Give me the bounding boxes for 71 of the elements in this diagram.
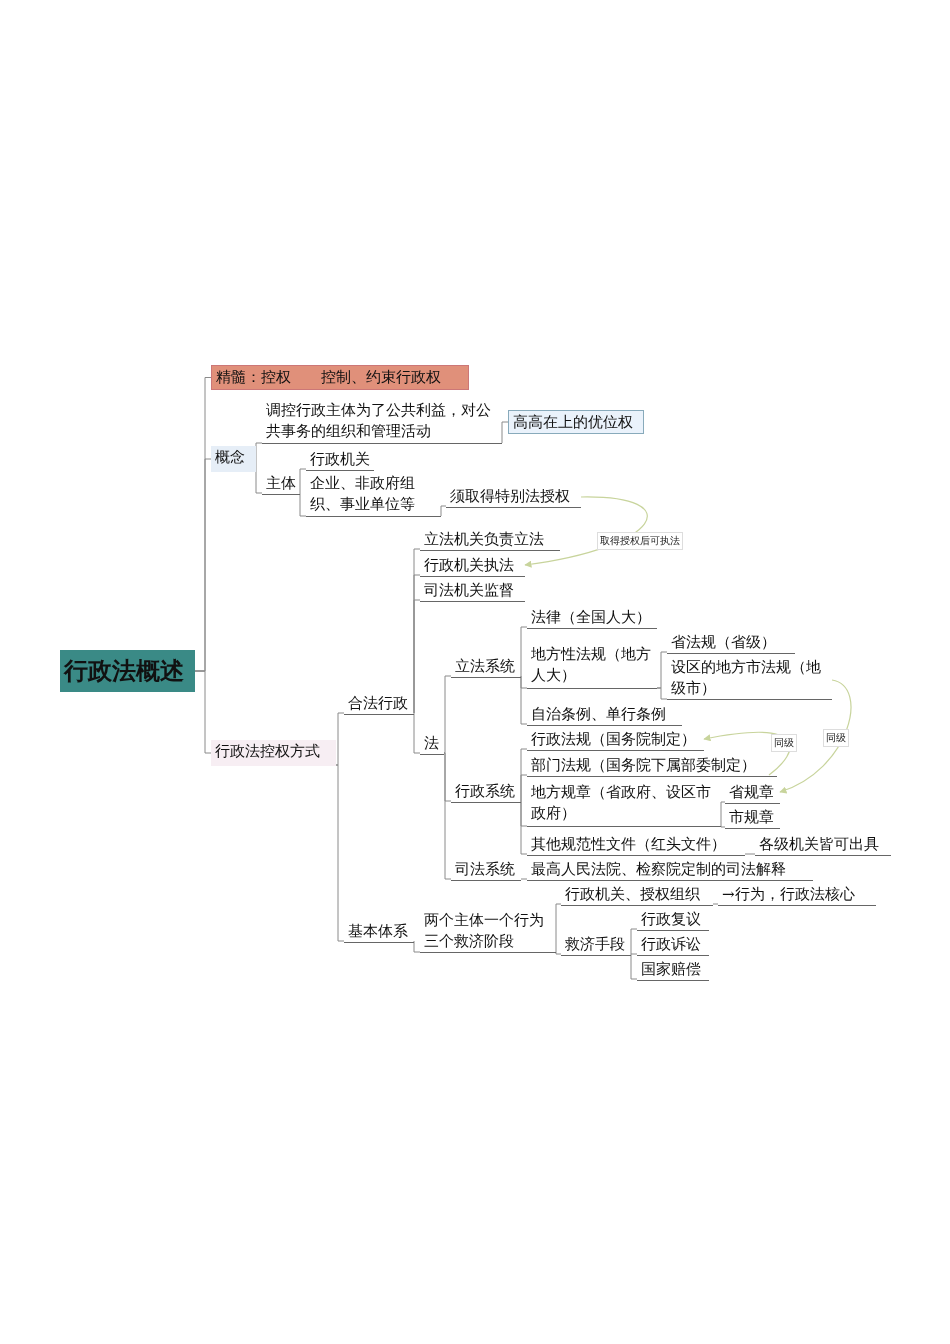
connector-line — [443, 752, 452, 880]
topic-label: 两个主体一个行为三个救济阶段 — [420, 909, 556, 953]
topic-label: 部门法规（国务院下属部委制定） — [527, 754, 777, 777]
edge-label: 同级 — [823, 729, 849, 747]
topic-label: 行政机关 — [306, 448, 374, 471]
connector-line — [335, 764, 345, 942]
topic-label: 行政诉讼 — [637, 933, 709, 956]
connector-line — [299, 468, 307, 494]
edge-label: 同级 — [771, 734, 797, 752]
topic-label: 法律（全国人大） — [527, 606, 657, 629]
connector-line — [443, 675, 452, 754]
connector-line — [520, 878, 528, 880]
topic-label: 国家赔偿 — [637, 958, 709, 981]
topic-label: 市规章 — [725, 806, 780, 829]
topic-label: 行政机关执法 — [420, 554, 525, 577]
topic-label: 行政法规（国务院制定） — [527, 728, 704, 751]
topic-label: 地方性法规（地方人大） — [527, 643, 657, 689]
topic-box: 概念 — [211, 446, 256, 472]
connector-line — [413, 712, 421, 754]
topic-label: 法 — [420, 732, 444, 755]
connector-line — [335, 712, 345, 766]
topic-label: 须取得特别法授权 — [446, 485, 581, 508]
connector-line — [630, 928, 638, 955]
edge-label: 取得授权后可执法 — [597, 532, 683, 550]
central-topic-box: 行政法概述 — [60, 650, 195, 692]
topic-label: 司法系统 — [451, 858, 521, 881]
topic-box: 高高在上的优位权 — [508, 410, 644, 434]
topic-label: 设区的地方市法规（地级市） — [667, 656, 832, 700]
topic-label: →行为，行政法核心 — [718, 883, 876, 906]
connector-line — [630, 953, 638, 955]
topic-label: 其他规范性文件（红头文件） — [527, 833, 745, 856]
connector-line — [194, 670, 212, 754]
connector-line — [440, 505, 447, 517]
topic-label: 司法机关监督 — [420, 579, 525, 602]
connector-line — [520, 675, 528, 725]
topic-label: 行政系统 — [451, 780, 521, 803]
topic-label: 地方规章（省政府、设区市政府） — [527, 781, 721, 827]
connector-line — [413, 940, 421, 953]
topic-box: 精髓：控权 控制、约束行政权 — [211, 365, 469, 390]
curved-arrow — [779, 679, 852, 793]
topic-label: 救济手段 — [561, 933, 631, 956]
topic-box: 行政法控权方式 — [211, 740, 336, 766]
connector-line — [255, 470, 263, 494]
connector-line — [555, 951, 562, 955]
connector-line — [720, 801, 726, 827]
topic-label: 省规章 — [725, 781, 780, 804]
connector-line — [501, 421, 509, 444]
topic-label: 最高人民法院、检察院定制的司法解释 — [527, 858, 813, 881]
topic-label: 合法行政 — [344, 692, 414, 715]
topic-label: 主体 — [262, 472, 300, 495]
connector-line — [555, 903, 562, 953]
topic-label: 调控行政主体为了公共利益，对公共事务的组织和管理活动 — [262, 399, 502, 444]
topic-label: 行政机关、授权组织 — [561, 883, 713, 906]
topic-label: 省法规（省级） — [667, 631, 795, 654]
connector-line — [520, 774, 528, 802]
connector-line — [520, 626, 528, 677]
connector-line — [656, 687, 668, 700]
connector-line — [720, 825, 726, 828]
connector-line — [712, 903, 719, 905]
connector-line — [413, 599, 421, 714]
connector-line — [520, 800, 528, 855]
connector-line — [630, 953, 638, 980]
topic-label: 自治条例、单行条例 — [527, 703, 682, 726]
connector-line — [299, 492, 307, 517]
topic-label: 立法系统 — [451, 655, 521, 678]
topic-label: 企业、非政府组织、事业单位等 — [306, 472, 441, 517]
topic-label: 基本体系 — [344, 920, 414, 943]
connector-line — [744, 853, 756, 855]
topic-label: 各级机关皆可出具 — [755, 833, 891, 856]
topic-label: 行政复议 — [637, 908, 709, 931]
topic-label: 立法机关负责立法 — [420, 528, 560, 551]
